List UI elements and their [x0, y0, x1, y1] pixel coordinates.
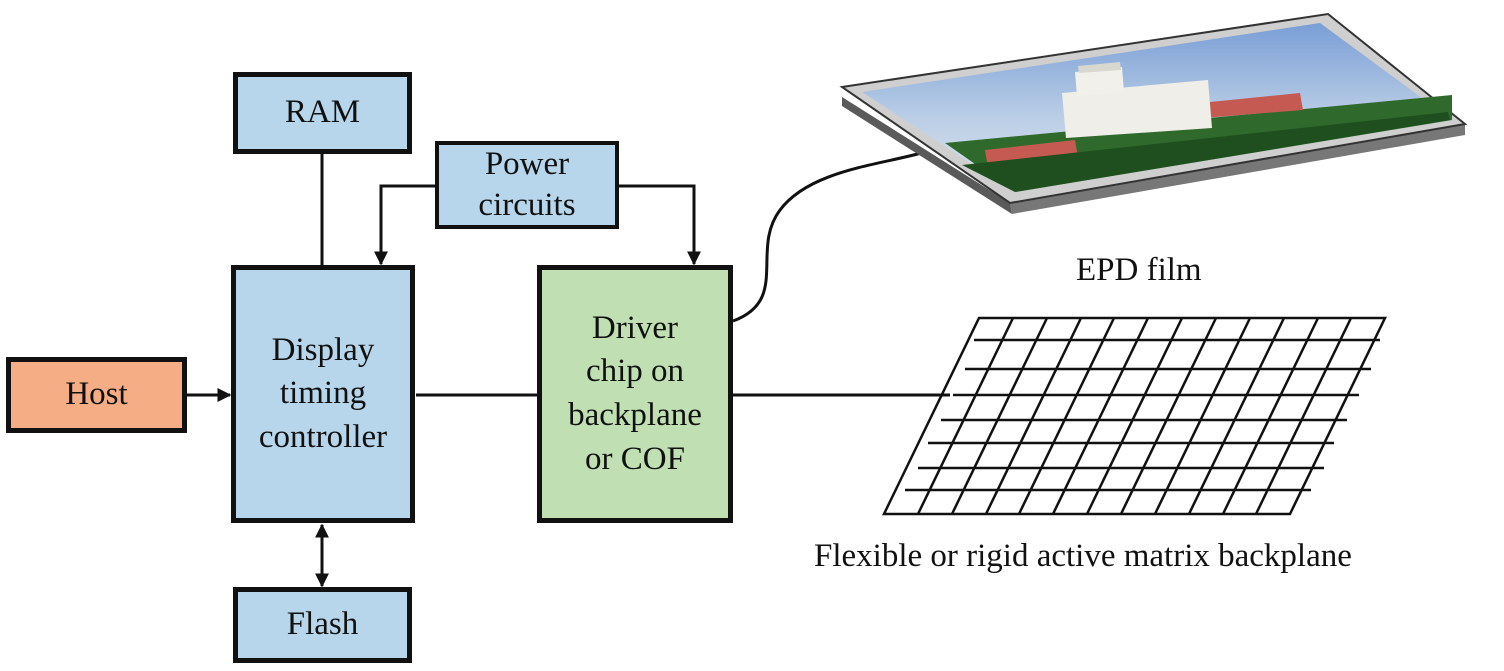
flash-block: Flash [233, 587, 412, 663]
power-to-driver-arrow [617, 184, 701, 266]
flash-label: Flash [286, 606, 359, 643]
host-label: Host [65, 376, 128, 413]
host-block: Host [6, 357, 187, 433]
driver-label-line1: Driver [591, 309, 679, 346]
active-matrix-grid [882, 316, 1387, 516]
epd-film-label: EPD film [1076, 252, 1202, 288]
epd-film-panel [839, 12, 1468, 214]
power-label-line1: Power [484, 145, 570, 182]
power-label-line2: circuits [478, 187, 576, 223]
driver-to-film-cable [732, 150, 926, 323]
driver-label-line2: chip on [585, 353, 685, 390]
driver-chip-block: Driver chip on backplane or COF [537, 265, 733, 523]
controller-label-line1: Display [271, 331, 375, 368]
display-timing-controller-block: Display timing controller [231, 265, 415, 523]
driver-label-line4: or COF [585, 440, 685, 477]
power-circuits-block: Power circuits [435, 141, 619, 229]
controller-label-line2: timing [279, 375, 367, 412]
controller-label-line3: controller [258, 418, 388, 455]
ram-label: RAM [284, 94, 361, 131]
driver-label-line3: backplane [568, 397, 702, 433]
power-to-controller-arrow [374, 184, 437, 266]
ram-block: RAM [233, 72, 412, 154]
backplane-label: Flexible or rigid active matrix backplan… [814, 538, 1352, 574]
